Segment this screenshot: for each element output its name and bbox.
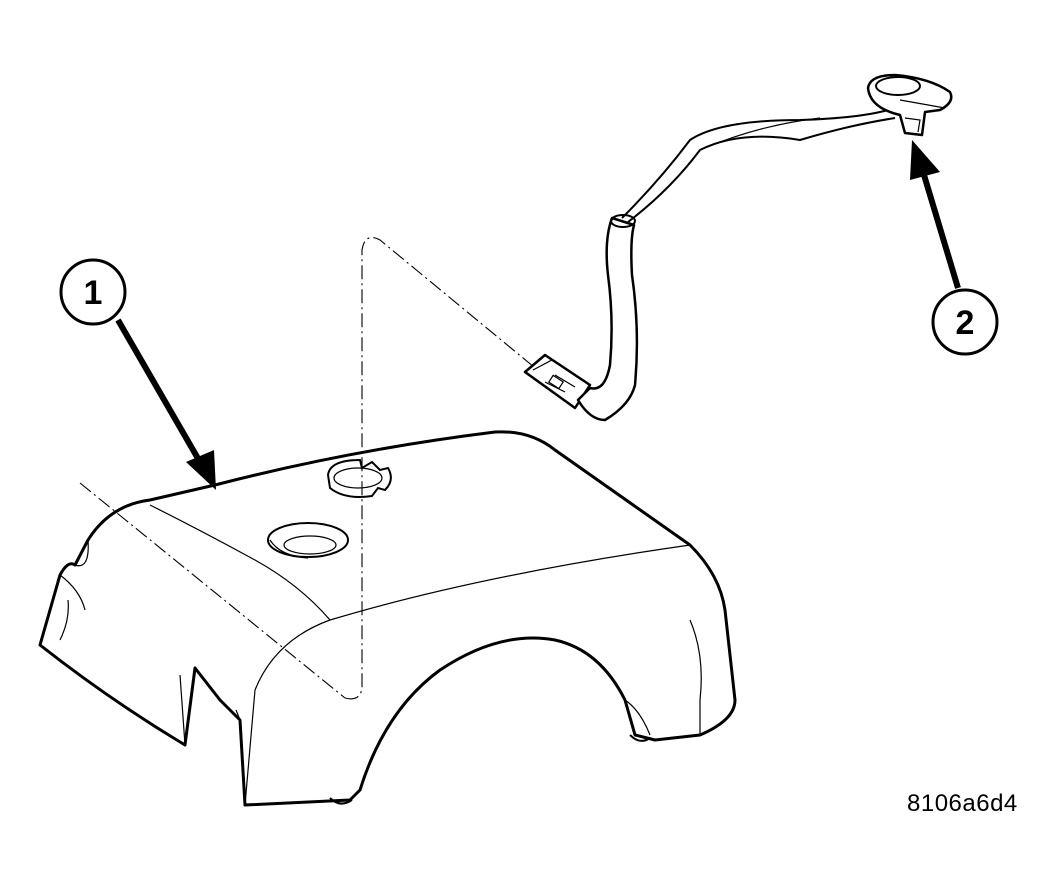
figure-code: 8106a6d4	[907, 790, 1018, 817]
switch-body	[866, 73, 953, 137]
callout-1: 1	[59, 258, 127, 326]
leader-arrow-1	[115, 318, 216, 490]
callout-2: 2	[931, 288, 999, 356]
alignment-centerline	[79, 237, 541, 700]
switch-wiring-harness	[523, 73, 953, 422]
column-shroud	[38, 430, 737, 807]
leader-arrow-2	[910, 140, 961, 289]
harness-connector	[523, 353, 592, 410]
callout-1-label: 1	[84, 274, 103, 312]
callout-2-label: 2	[956, 304, 975, 342]
